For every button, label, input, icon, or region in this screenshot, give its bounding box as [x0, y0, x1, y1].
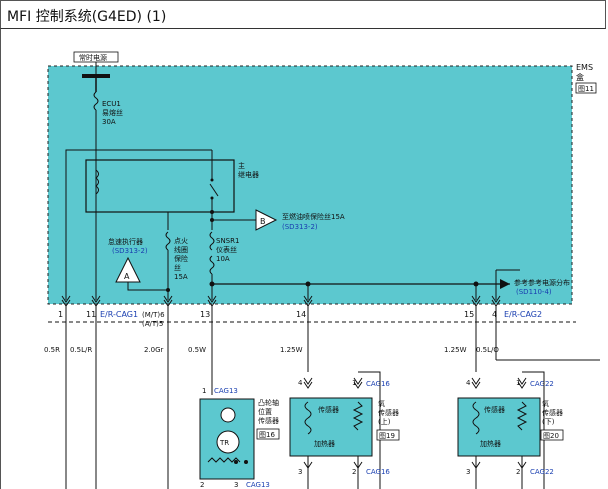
- cam-pin-top: 1: [202, 387, 206, 395]
- main-relay-label-1: 主: [238, 161, 245, 170]
- o2u-cag-bottom: CAG16: [366, 468, 390, 476]
- power-label: 常时电源: [79, 53, 107, 62]
- cam-pin-b1: 2: [200, 481, 204, 489]
- main-relay-box: [85, 159, 235, 213]
- o2u-label-2: 传感器: [378, 408, 399, 417]
- o2l-pin-bl: 3: [466, 468, 470, 476]
- o2l-pin-tl: 4: [466, 379, 471, 387]
- o2u-pin-br: 2: [352, 468, 356, 476]
- cam-label-2: 位置: [258, 407, 272, 416]
- cam-cag-top: CAG13: [214, 387, 238, 395]
- main-relay-label-2: 继电器: [238, 170, 259, 179]
- o2u-sensor: 传感器: [318, 405, 339, 414]
- ems-ref: 图11: [578, 85, 594, 93]
- o2u-cag-top: CAG16: [366, 380, 390, 388]
- fuse-ign-l1: 点火: [174, 237, 188, 245]
- wire-3: 2.0Gr: [144, 346, 164, 354]
- pin-4: 4: [492, 310, 497, 319]
- pin-er-cag1: E/R-CAG1: [100, 310, 138, 319]
- o2l-sensor: 传感器: [484, 405, 505, 414]
- fuel-pump-fuse-text: 至燃油喷保险丝15A: [282, 212, 345, 221]
- relay-switch: [209, 183, 219, 197]
- fuse-ecu1-type: 易熔丝: [102, 108, 123, 117]
- fuse-ecu1-name: ECU1: [102, 100, 121, 108]
- cam-pin-b2: 3: [234, 481, 238, 489]
- ems-box: [47, 65, 573, 305]
- pin-at: (A/T)5: [142, 320, 163, 328]
- fuel-pump-fuse-ref: (SD313-2): [282, 223, 318, 231]
- o2l-cag-bottom: CAG22: [530, 468, 554, 476]
- o2l-heater: 加热器: [480, 439, 501, 448]
- cam-ref: 图16: [259, 431, 275, 439]
- fuse-ecu1-rating: 30A: [102, 118, 116, 126]
- o2l-label-3: (下): [542, 418, 555, 426]
- cam-label-3: 传感器: [258, 416, 279, 425]
- diagram-frame: [0, 29, 608, 489]
- o2u-ref: 图19: [379, 432, 395, 440]
- fuse-snsr1-rating: 10A: [216, 255, 230, 263]
- idle-actuator-ref: (SD313-2): [112, 247, 148, 255]
- power-bus-bar: [82, 74, 110, 78]
- pin-1: 1: [58, 310, 63, 319]
- pin-13: 13: [200, 310, 210, 319]
- page-title: MFI 控制系统(G4ED) (1): [7, 9, 167, 25]
- relay-coil: [95, 169, 99, 195]
- o2u-pin-tl: 4: [298, 379, 303, 387]
- connector-b-label: B: [260, 217, 266, 226]
- o2u-label-3: (上): [378, 417, 391, 426]
- o2u-pin-bl: 3: [298, 468, 302, 476]
- ref-power-text: 参考参考电源分布: [514, 278, 570, 287]
- fuse-snsr1-type: 仪表丝: [216, 245, 237, 254]
- ems-label: EMS: [576, 63, 593, 72]
- fuse-snsr1-symbol: [209, 231, 215, 251]
- fuse-ign-l3: 保险: [174, 254, 188, 263]
- o2u-label-1: 氧: [378, 399, 385, 408]
- wire-4: 0.5W: [188, 346, 206, 354]
- fuse-snsr1-name: SNSR1: [216, 237, 239, 245]
- pin-14: 14: [296, 310, 306, 319]
- cam-cag-bottom: CAG13: [246, 481, 270, 489]
- cam-tr: TR: [219, 439, 229, 447]
- o2l-label-1: 氧: [542, 399, 549, 408]
- o2l-cag-top: CAG22: [530, 380, 554, 388]
- connector-a-label: A: [124, 272, 130, 281]
- o2-lower-box: [457, 397, 541, 457]
- o2l-pin-br: 2: [516, 468, 520, 476]
- pin-mt: (M/T)6: [142, 311, 165, 319]
- connector-b: [255, 209, 278, 231]
- pin-er-cag2: E/R-CAG2: [504, 310, 542, 319]
- o2l-label-2: 传感器: [542, 408, 563, 417]
- o2u-heater: 加热器: [314, 439, 335, 448]
- wire-7: 0.5L/O: [476, 346, 499, 354]
- fuse-ign-symbol: [165, 231, 171, 251]
- ems-ref-box: [575, 82, 597, 94]
- fuse-ign-rating: 15A: [174, 273, 188, 281]
- wire-5: 1.25W: [280, 346, 303, 354]
- ref-power-ref: (SD110-4): [516, 288, 552, 296]
- fuse-ecu1-symbol: [93, 91, 99, 111]
- idle-actuator-text: 怠速执行器: [108, 237, 143, 246]
- fuse-ign-l4: 丝: [174, 263, 181, 272]
- pin-15: 15: [464, 310, 474, 319]
- ems-label-2: 盒: [576, 72, 584, 82]
- pin-11: 11: [86, 310, 96, 319]
- o2l-ref: 图20: [543, 432, 559, 440]
- wire-1: 0.5R: [44, 346, 60, 354]
- wire-6: 1.25W: [444, 346, 467, 354]
- cam-label-1: 凸轮轴: [258, 398, 279, 407]
- title-bar: MFI 控制系统(G4ED) (1): [0, 0, 606, 29]
- wire-2: 0.5L/R: [70, 346, 92, 354]
- fuse-ign-l2: 线圈: [174, 245, 188, 254]
